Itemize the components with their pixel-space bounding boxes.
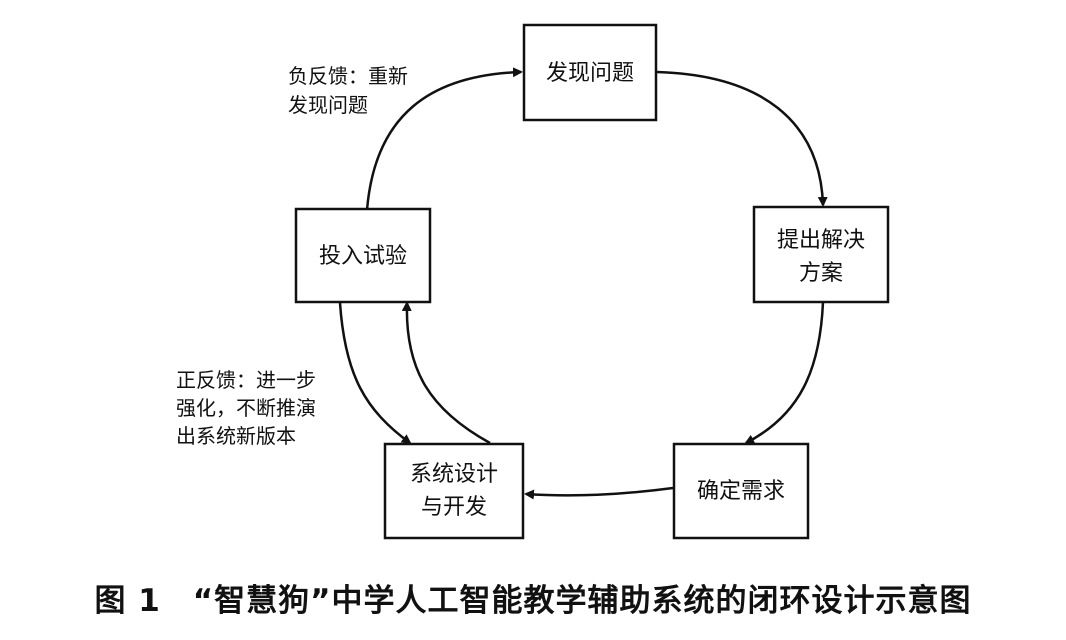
node-design-label-line1: 系统设计 [410,462,498,487]
figure-caption: 图 1 “智慧狗”中学人工智能教学辅助系统的闭环设计示意图 [94,583,972,619]
arrow-trial-to-discover-negative [365,67,523,211]
arrow-discover-to-propose [656,70,828,207]
arrow-requirements-to-design [524,486,674,500]
node-confirm-requirements: 确定需求 [672,442,810,540]
positive-feedback-line2: 强化，不断推演 [176,396,316,420]
arrow-trial-to-design-positive [338,302,412,445]
positive-feedback-line3: 出系统新版本 [176,424,296,448]
node-discover-problem: 发现问题 [522,23,658,122]
positive-feedback-note: 正反馈：进一步 强化，不断推演 出系统新版本 [176,368,316,448]
node-discover-label: 发现问题 [546,61,634,86]
negative-feedback-line2: 发现问题 [288,93,368,117]
arrow-propose-to-requirements [744,301,825,445]
node-propose-solution: 提出解决 方案 [752,205,890,304]
node-design-label-line2: 与开发 [421,495,487,520]
node-propose-label-line2: 方案 [799,261,843,286]
node-trial: 投入试验 [294,207,432,304]
positive-feedback-line1: 正反馈：进一步 [176,368,316,392]
node-system-design: 系统设计 与开发 [383,442,525,540]
node-requirements-label: 确定需求 [697,479,785,504]
node-trial-label: 投入试验 [319,244,407,269]
negative-feedback-note: 负反馈：重新 发现问题 [288,64,408,117]
negative-feedback-line1: 负反馈：重新 [288,64,408,88]
node-propose-label-line1: 提出解决 [777,228,865,253]
arrow-design-to-trial [401,301,491,445]
